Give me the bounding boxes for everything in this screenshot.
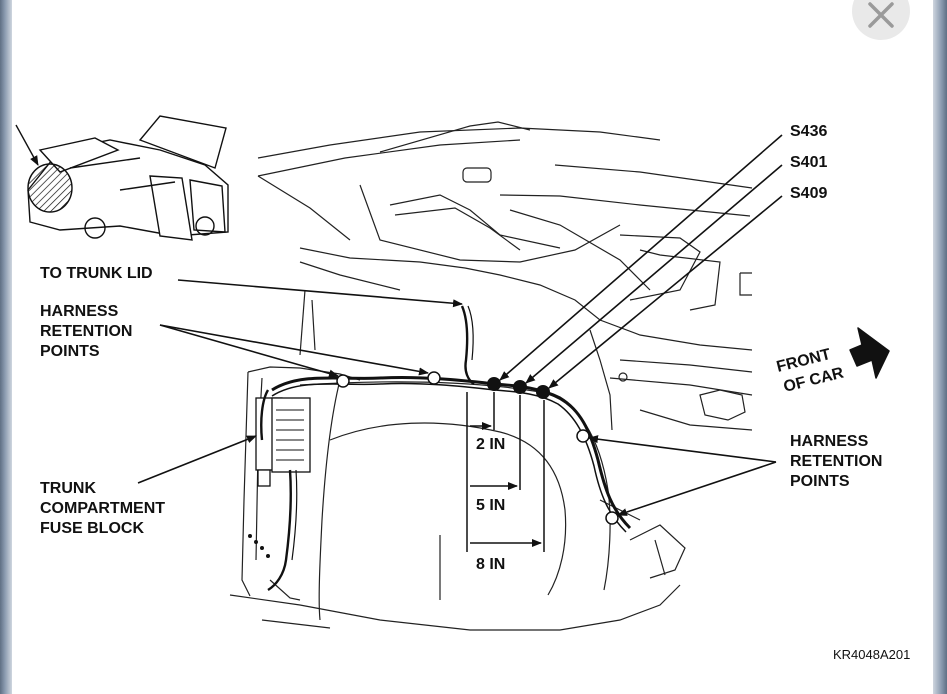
label-harness-retention-right-1: HARNESS (790, 433, 869, 450)
dimension-5-in: 5 IN (476, 497, 505, 514)
direction-arrow-icon (849, 327, 890, 379)
label-harness-retention-right-3: POINTS (790, 473, 850, 490)
label-splice-s436: S436 (790, 123, 827, 140)
label-to-trunk-lid: TO TRUNK LID (40, 265, 153, 282)
label-fuse-block-3: FUSE BLOCK (40, 520, 144, 537)
trunk-compartment-fuse-block (255, 397, 311, 487)
car-locator-icon (15, 115, 229, 241)
wiring-harness (260, 305, 632, 592)
fuse-block-dots (248, 534, 270, 558)
trunk-structure (229, 121, 753, 631)
label-fuse-block-2: COMPARTMENT (40, 500, 165, 517)
label-harness-retention-left-1: HARNESS (40, 303, 119, 320)
dimension-8-in: 8 IN (476, 556, 505, 573)
label-harness-retention-left-2: RETENTION (40, 323, 132, 340)
label-fuse-block-1: TRUNK (40, 480, 96, 497)
label-harness-retention-right-2: RETENTION (790, 453, 882, 470)
label-splice-s401: S401 (790, 154, 827, 171)
window-frame-right (933, 0, 947, 694)
close-icon (868, 2, 894, 28)
leader-lines (137, 134, 783, 516)
dimension-2-in: 2 IN (476, 436, 505, 453)
retention-points (336, 371, 619, 525)
splice-points (487, 377, 550, 399)
dimension-lines (466, 392, 545, 552)
label-splice-s409: S409 (790, 185, 827, 202)
close-button[interactable] (852, 0, 910, 40)
label-harness-retention-left-3: POINTS (40, 343, 100, 360)
window-frame-left (0, 0, 12, 694)
figure-code: KR4048A201 (833, 647, 910, 662)
